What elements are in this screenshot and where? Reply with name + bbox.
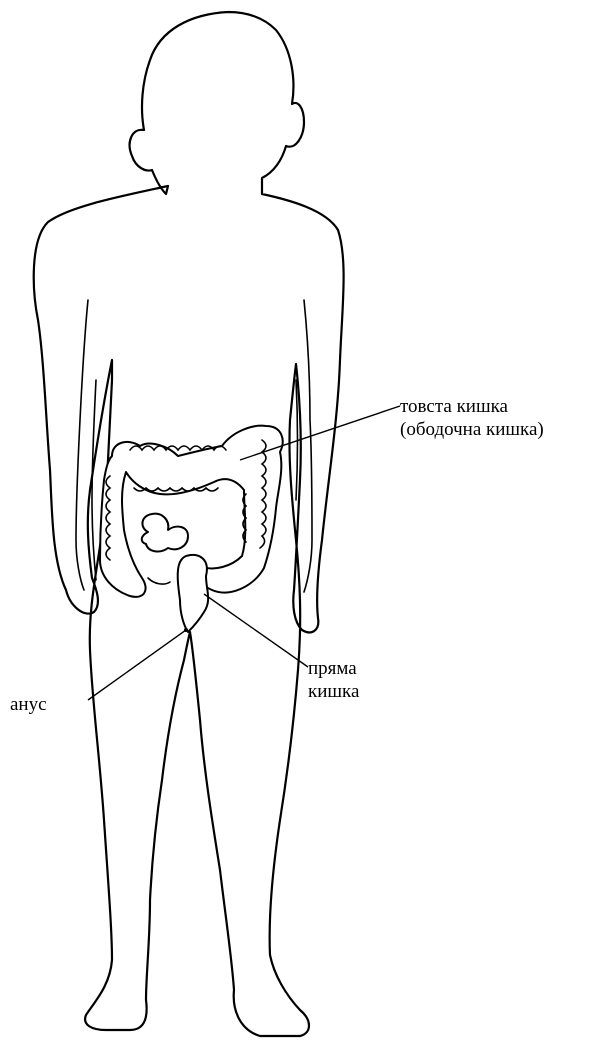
appendix: [148, 578, 170, 584]
colon-label: товста кишка (ободочна кишка): [400, 395, 544, 441]
rectum-label: пряма кишка: [308, 657, 359, 703]
colon-label-line2: (ободочна кишка): [400, 418, 544, 441]
rectum-label-line1: пряма: [308, 657, 359, 680]
anus-leader-line: [88, 630, 186, 700]
rectum-label-line2: кишка: [308, 680, 359, 703]
left-inner-arm-line: [76, 300, 88, 590]
anus-label-text: анус: [10, 694, 47, 715]
left-hip-line: [92, 380, 96, 580]
body-outline: [34, 12, 344, 1036]
anus-label: анус: [10, 693, 47, 716]
colon-label-line1: товста кишка: [400, 395, 544, 418]
right-inner-arm-line: [304, 300, 312, 592]
sigmoid-loop: [142, 514, 188, 552]
rectum: [178, 555, 208, 632]
